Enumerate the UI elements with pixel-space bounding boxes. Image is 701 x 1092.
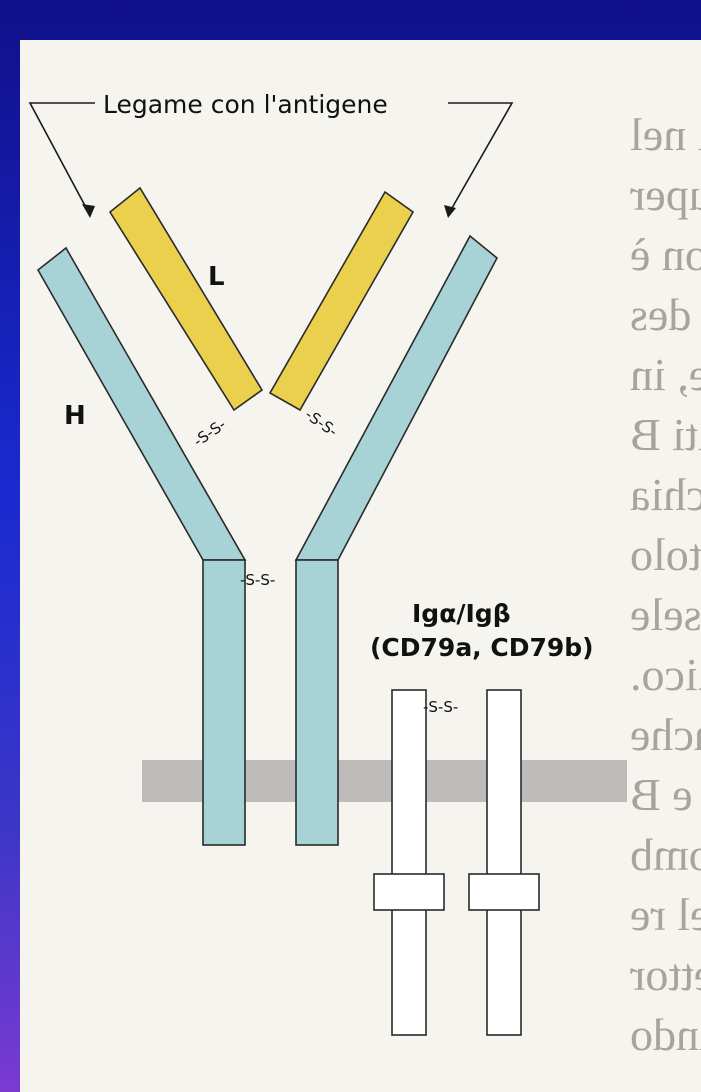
disulfide-cd79: -S-S- [423,698,458,716]
arrow-head-left [82,204,95,218]
antigen-binding-arrows [30,103,512,215]
light-chain-label: L [208,262,225,292]
background-text-line: di sviluppo vanno incontro a sele [630,589,701,640]
cd79b [469,690,539,1035]
coreceptor-label-line2: (CD79a, CD79b) [370,633,594,662]
background-text-line: (delezione e anergia saranno des [630,289,701,340]
heavy-chain-label: H [64,401,86,431]
background-text-line: Conseguenze dell'editing recettor [630,949,701,1000]
disulfide-heavy: -S-S- [240,571,275,589]
background-text-line: solubili (non espressi sulla super [630,169,701,220]
disulfide-right: -S-S- [302,406,341,441]
background-text-line: Capitolo 14). L'inattivazione, in [630,349,701,400]
background-text-line: citi B immaturi sono esposti nel [630,109,701,160]
background-text-line: giamento della catena L utilizzando [630,1009,701,1060]
background-text-line: molecole proprie, dei linfociti B [630,409,701,460]
cd79a [374,690,444,1035]
arrow-head-right [444,205,456,218]
background-text-line: La Figura 9.8 illustra anche [630,709,701,760]
disulfide-left: -S-S- [190,415,229,450]
background-text-line: Come sarà descritto nel Capitolo [630,529,701,580]
light-chain-right [270,192,413,410]
coreceptor-label-line1: Igα/Igβ [412,599,511,628]
background-text: citi B immaturi sono esposti nel solubili… [630,109,701,1060]
background-text-line: differenziazione a livello timico. [630,649,701,700]
background-text-line: dell'interazione fra antigene e B [630,769,701,820]
background-text-line: viene inattivato e il risultato non è [630,229,701,280]
background-text-line: nel fenomeno dell'editing del re [630,889,701,940]
background-text-line: cioè la riattivazione della ricomb [630,829,701,880]
antigen-binding-label: Legame con l'antigene [103,90,388,119]
background-text-line: reattivi verso il self, viene chia [630,469,701,520]
